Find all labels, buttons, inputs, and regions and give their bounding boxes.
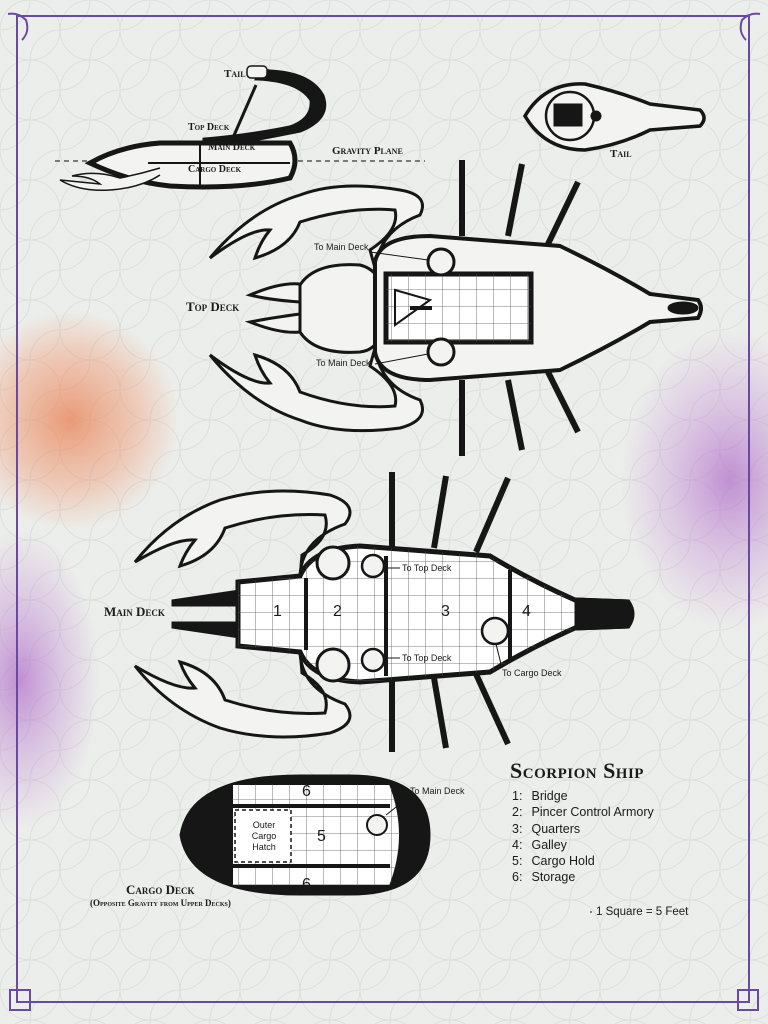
page-frame	[7, 12, 761, 1011]
room-6-bottom: 6	[302, 876, 311, 893]
legend-label: Storage	[531, 870, 576, 885]
legend-item: 1: Bridge	[512, 788, 654, 804]
map-title: Scorpion Ship	[510, 758, 644, 783]
purple-splash-right	[620, 330, 768, 630]
room-5: 5	[317, 828, 326, 845]
top-deck-plan	[208, 160, 703, 456]
legend-key: 3:	[512, 821, 523, 836]
legend-item: 6: Storage	[512, 869, 654, 885]
room-2: 2	[333, 603, 342, 620]
tail-top-label: Tail	[610, 148, 632, 160]
callout-to-cargo-deck: To Cargo Deck	[502, 668, 562, 678]
side-view	[55, 65, 425, 192]
cargo-deck-plan	[179, 774, 431, 896]
legend-key: 5:	[512, 854, 523, 869]
tail-top-view	[522, 82, 706, 152]
legend-item: 2: Pincer Control Armory	[512, 804, 654, 820]
top-deck-label: Top Deck	[186, 299, 240, 314]
gravity-plane-label: Gravity Plane	[332, 145, 403, 157]
legend-item: 3: Quarters	[512, 821, 654, 837]
cargo-deck-label: Cargo Deck	[126, 882, 195, 897]
legend-key: 4:	[512, 837, 523, 852]
side-claw	[59, 167, 161, 192]
callout-to-main-deck-1: To Main Deck	[314, 242, 369, 252]
room-1: 1	[273, 603, 282, 620]
main-deck-label: Main Deck	[104, 604, 165, 619]
scale-label: 1 Square = 5 Feet	[596, 906, 689, 918]
legend-key: 2:	[512, 805, 523, 820]
outer-cargo-hatch-label: Outer Cargo Hatch	[251, 820, 277, 852]
room-3: 3	[441, 603, 450, 620]
room-6-top: 6	[302, 783, 311, 800]
legend-label: Galley	[531, 837, 567, 852]
callout-to-main-deck-2: To Main Deck	[316, 358, 371, 368]
legend-label: Quarters	[531, 821, 581, 836]
legend-key: 1:	[512, 789, 523, 803]
top-deck-side-label: Top Deck	[188, 122, 230, 133]
orange-splash	[0, 310, 180, 530]
legend-label: Pincer Control Armory	[531, 805, 654, 820]
cargo-deck-side-label: Cargo Deck	[188, 164, 242, 175]
callout-to-top-deck-1: To Top Deck	[402, 563, 452, 573]
legend-label: Cargo Hold	[531, 854, 595, 869]
legend-item: 4: Galley	[512, 837, 654, 853]
main-deck-side-label: Main Deck	[208, 142, 256, 153]
legend-item: 5: Cargo Hold	[512, 853, 654, 869]
callout-to-main-deck-cargo: To Main Deck	[410, 786, 465, 796]
tail-side-label: Tail	[224, 68, 246, 80]
legend-label: Bridge	[531, 789, 568, 803]
legend-key: 6:	[512, 870, 523, 885]
main-deck-plan	[133, 472, 635, 752]
cargo-deck-note: (Opposite Gravity from Upper Decks)	[90, 898, 231, 908]
callout-to-top-deck-2: To Top Deck	[402, 653, 452, 663]
purple-splash-left	[0, 530, 100, 830]
room-4: 4	[522, 603, 531, 620]
